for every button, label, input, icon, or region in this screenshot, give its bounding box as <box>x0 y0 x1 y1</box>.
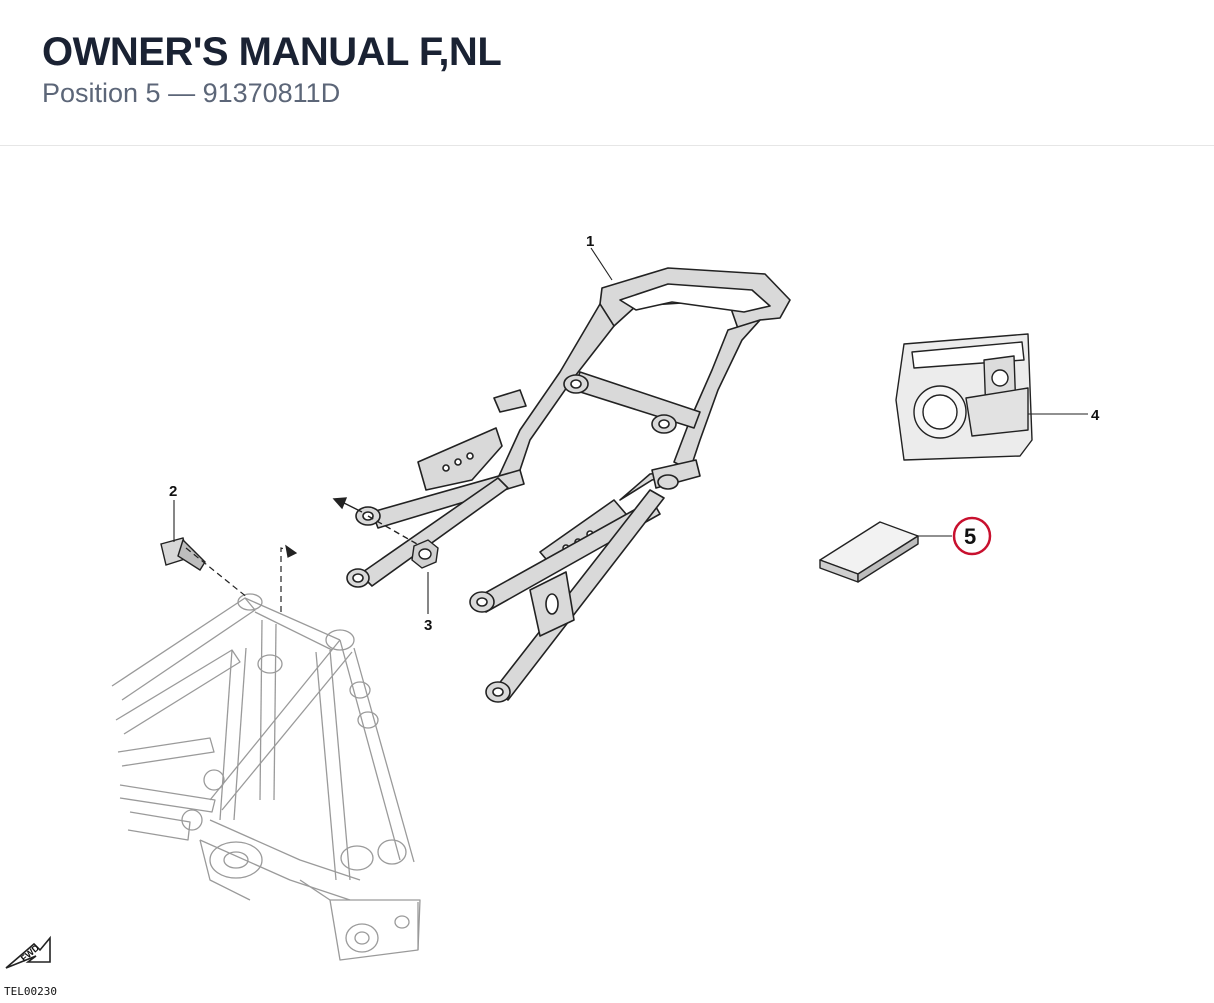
parts-diagram: FWD 1 2 3 4 5 TEL00230 <box>4 233 1100 998</box>
page-subtitle: Position 5 — 91370811D <box>42 78 341 108</box>
part-3-nut-drawing <box>332 497 439 569</box>
part-1-subframe-drawing <box>346 267 791 703</box>
page-header: OWNER'S MANUAL F,NL Position 5 — 9137081… <box>0 0 1214 146</box>
fwd-direction-arrow: FWD <box>5 935 51 969</box>
page-title: OWNER'S MANUAL F,NL <box>42 30 502 74</box>
callout-2: 2 <box>169 483 177 500</box>
callout-4: 4 <box>1091 407 1100 424</box>
callout-3: 3 <box>424 617 432 634</box>
part-2-bolt-drawing <box>160 537 249 599</box>
callout-1: 1 <box>586 233 594 250</box>
leader-lines <box>173 247 1088 614</box>
part-4-tail-light-drawing <box>895 333 1033 461</box>
callout-5: 5 <box>964 524 976 549</box>
mounting-axis-indicator <box>280 544 298 612</box>
motorcycle-frame-drawing <box>111 593 421 961</box>
callout-5-highlight-ring[interactable] <box>952 516 992 556</box>
part-5-manual-drawing <box>819 521 919 583</box>
drawing-code: TEL00230 <box>4 985 57 998</box>
